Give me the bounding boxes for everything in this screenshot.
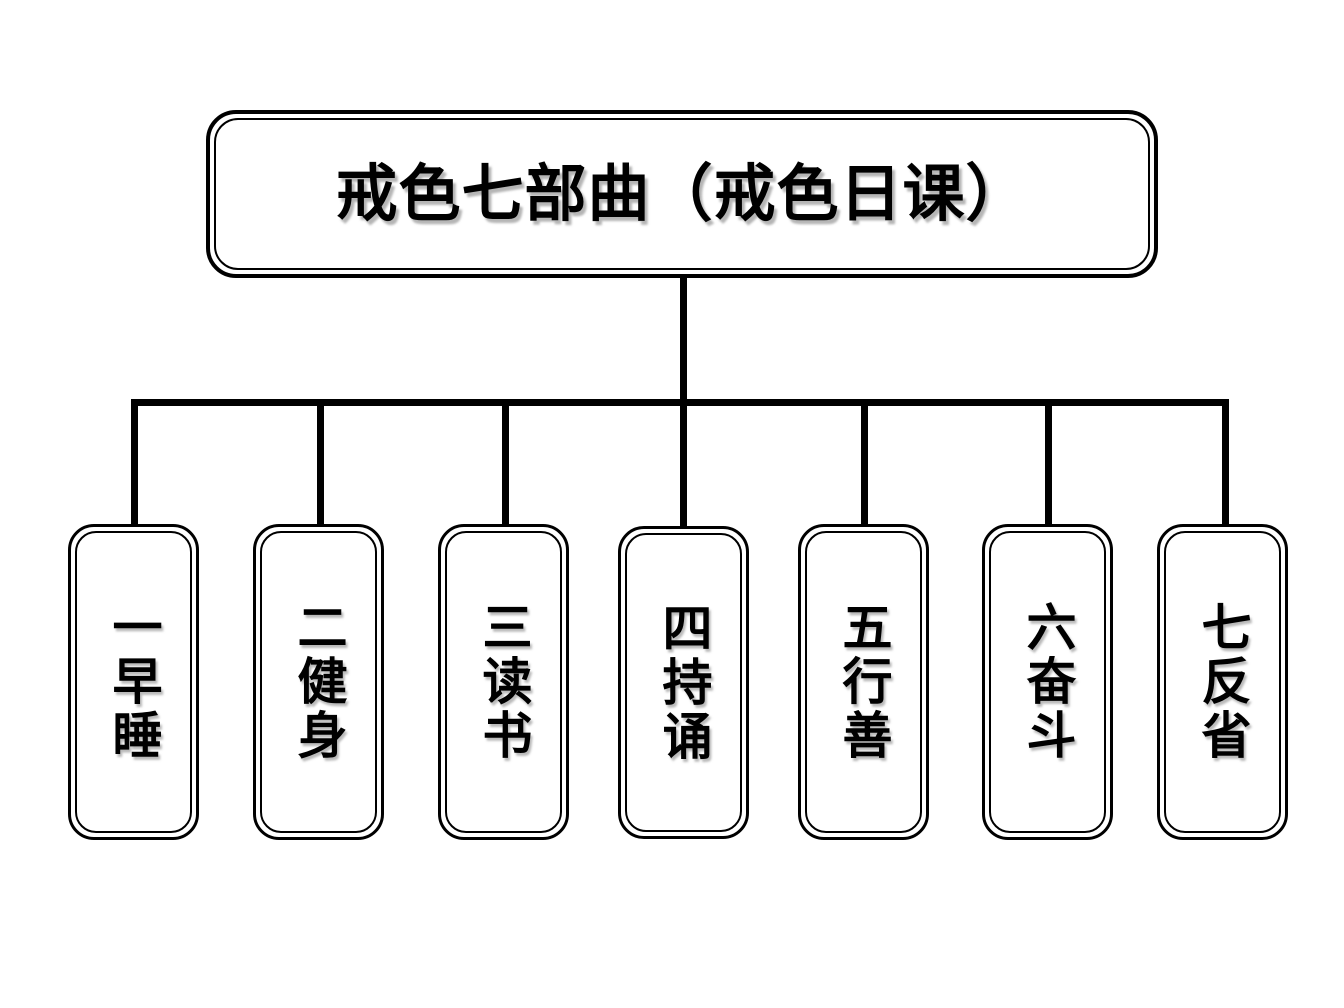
leaf-node-3[interactable]: 三读书 <box>438 524 569 840</box>
leaf-node-2-label: 二健身 <box>289 601 349 763</box>
connector-horizontal-bus <box>131 399 1226 406</box>
leaf-node-4-label: 四持诵 <box>654 601 714 764</box>
connector-drop-7 <box>1222 399 1229 527</box>
leaf-node-2[interactable]: 二健身 <box>253 524 384 840</box>
connector-drop-3 <box>502 399 509 527</box>
leaf-node-1-label: 一早睡 <box>104 601 164 763</box>
root-node[interactable]: 戒色七部曲（戒色日课） <box>206 110 1158 278</box>
leaf-node-5-label: 五行善 <box>834 601 894 763</box>
leaf-node-6[interactable]: 六奋斗 <box>982 524 1113 840</box>
root-node-title: 戒色七部曲（戒色日课） <box>335 157 1029 230</box>
leaf-node-3-label: 三读书 <box>474 601 534 763</box>
connector-drop-5 <box>861 399 868 527</box>
leaf-node-6-label: 六奋斗 <box>1018 601 1078 763</box>
leaf-node-7[interactable]: 七反省 <box>1157 524 1288 840</box>
connector-drop-2 <box>317 399 324 527</box>
leaf-node-7-label: 七反省 <box>1193 601 1253 763</box>
leaf-node-1[interactable]: 一早睡 <box>68 524 199 840</box>
leaf-node-5[interactable]: 五行善 <box>798 524 929 840</box>
connector-drop-6 <box>1045 399 1052 527</box>
connector-drop-1 <box>131 399 138 527</box>
leaf-node-4[interactable]: 四持诵 <box>618 526 749 839</box>
